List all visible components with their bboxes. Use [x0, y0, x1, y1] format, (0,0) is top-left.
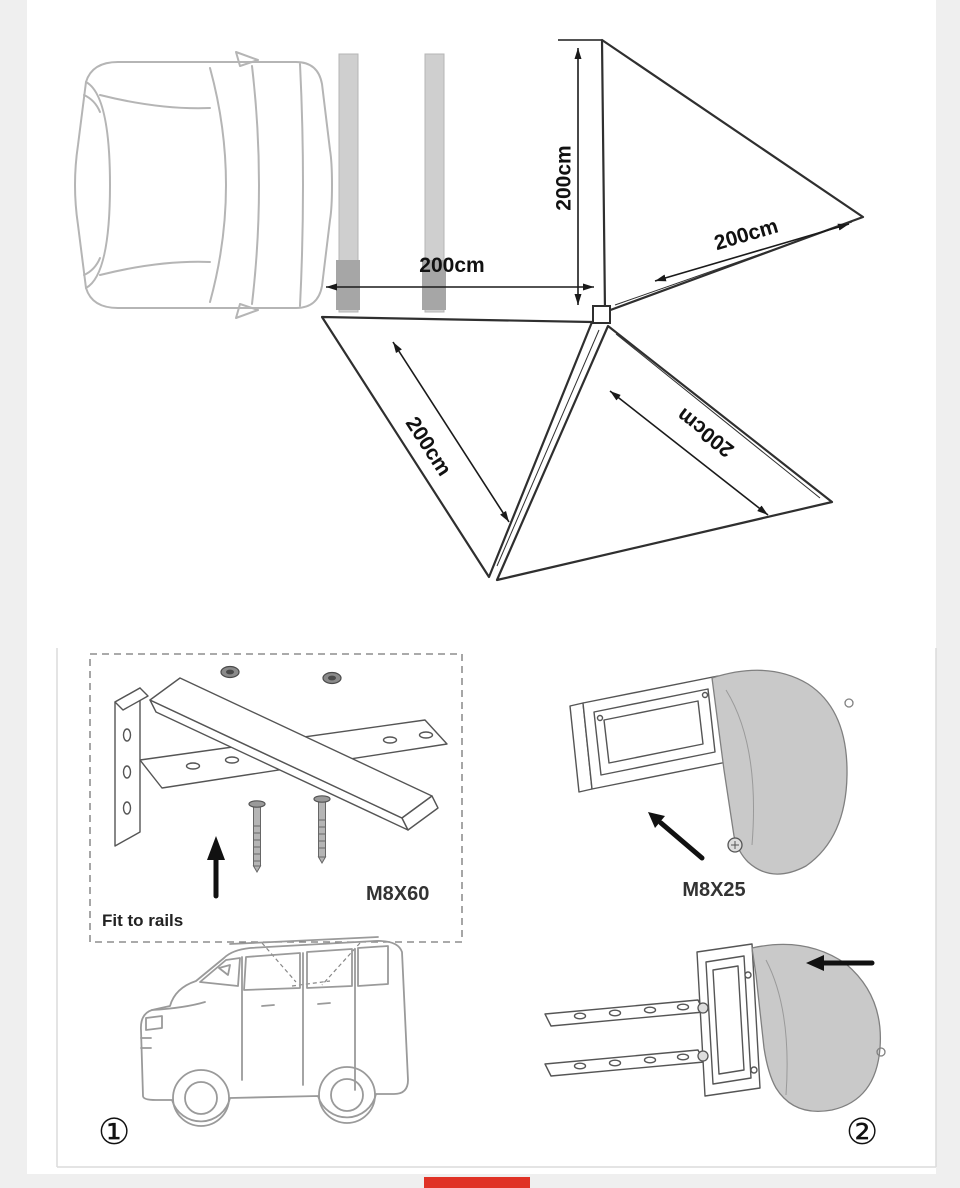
front-wheel: [172, 1069, 230, 1127]
rolled-awning-bag: [711, 669, 848, 875]
mount-bracket-left: [336, 260, 360, 310]
slide-arrow-up-left-icon: [648, 812, 705, 861]
red-button-partial[interactable]: [424, 1177, 530, 1188]
suv-side-view: [140, 936, 409, 1127]
mounted-brackets: [544, 999, 705, 1077]
bolt-size-label-step2: M8X25: [682, 879, 745, 901]
step2-number: ②: [846, 1111, 878, 1152]
awning-hub: [592, 305, 611, 324]
section-borders: [56, 648, 937, 1168]
rolled-awning-bag-mounted: [751, 943, 882, 1112]
slide-arrow-left-icon: [806, 955, 875, 971]
bolt-size-label-step1: M8X60: [366, 883, 429, 905]
bracket-bolt-top: [697, 1002, 709, 1014]
nuts: [220, 665, 342, 685]
vehicle-top-view: [74, 51, 333, 319]
roof-rail-extrusion: [149, 677, 439, 831]
up-arrow-icon: [207, 836, 225, 899]
fit-to-rails-note: Fit to rails: [102, 911, 183, 930]
bracket-bolt-bottom: [697, 1050, 709, 1062]
rear-wheel: [318, 1066, 376, 1124]
awning-loop: [844, 698, 854, 708]
awning-panel-rear: [600, 38, 865, 314]
bolt-m8x60-right: [313, 795, 331, 864]
step2-slide-in-assembly: M8X25: [544, 669, 886, 1112]
awning-fan-panels: [320, 38, 865, 582]
bolt-m8x60-left: [248, 800, 266, 873]
dimension-label-rear: 200cm: [552, 145, 575, 210]
right-mirror: [235, 303, 259, 319]
left-mirror: [235, 51, 259, 67]
step1-bracket-assembly: M8X60 Fit to rails: [89, 653, 463, 987]
dimension-label-side: 200cm: [419, 254, 484, 277]
step1-number: ①: [98, 1111, 130, 1152]
